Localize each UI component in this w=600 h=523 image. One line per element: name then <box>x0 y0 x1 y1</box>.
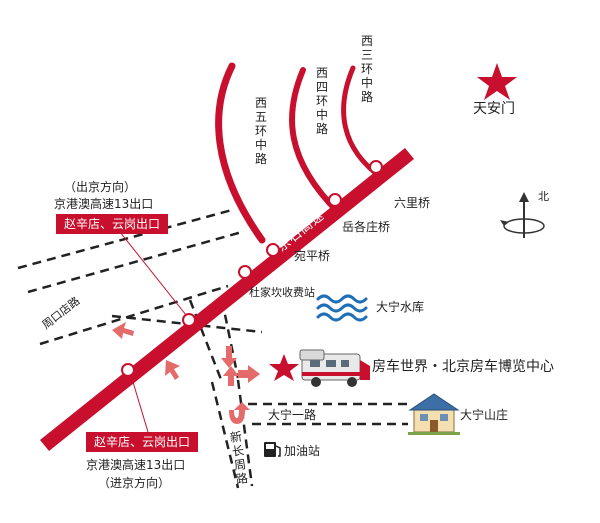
station-yuegezhuang <box>328 193 342 207</box>
local-roads <box>17 208 408 489</box>
jingshi-highway <box>40 148 414 451</box>
compass-icon <box>500 192 545 238</box>
daning-shanzhuang-label: 大宁山庄 <box>460 408 509 422</box>
exit-bottom-direction: （进京方向） <box>98 476 171 490</box>
tiananmen-star-icon <box>477 63 517 100</box>
daning-road1-label: 大宁一路 <box>268 408 317 422</box>
arrow-4 <box>238 365 260 383</box>
arrow-1 <box>112 322 134 339</box>
tiananmen-label: 天安门 <box>473 101 515 117</box>
arrow-3 <box>221 346 237 368</box>
gas-station-icon <box>264 442 281 457</box>
compass-north-label: 北 <box>538 190 549 203</box>
station-exit-top <box>182 313 196 327</box>
exit-top-connector <box>119 231 191 321</box>
arrow-6 <box>229 402 250 424</box>
exit-top-box: 赵辛店、云岗出口 <box>56 214 169 234</box>
house-icon <box>408 393 460 435</box>
station-wanping <box>266 243 280 257</box>
west5-ring-arc <box>215 62 266 244</box>
west4-ring-label: 西四环中路 <box>315 66 328 136</box>
arrow-5 <box>223 366 239 386</box>
exit-bottom-name: 京港澳高速13出口 <box>86 458 186 472</box>
water-icon <box>316 294 368 322</box>
rv-center-label: 房车世界・北京房车博览中心 <box>372 359 554 375</box>
route-arrows <box>112 322 260 424</box>
highway-stations <box>121 160 383 377</box>
rv-center-star-icon <box>269 354 299 381</box>
west5-ring-label: 西五环中路 <box>254 96 267 166</box>
dujiakan-label: 杜家坎收费站 <box>249 286 315 299</box>
west3-ring-label: 西三环中路 <box>360 34 373 104</box>
daning-reservoir-label: 大宁水库 <box>376 300 425 314</box>
exit-top-direction: （出京方向） <box>64 180 137 194</box>
yuegezhuang-label: 岳各庄桥 <box>342 220 391 234</box>
wanping-label: 宛平桥 <box>294 249 331 263</box>
arrow-2 <box>165 360 180 380</box>
exit-top-name: 京港澳高速13出口 <box>54 197 154 211</box>
station-liuliqiao <box>369 160 383 174</box>
station-dujiakan <box>238 265 252 279</box>
west4-ring-arc <box>289 67 341 215</box>
station-exit-bottom <box>121 363 135 377</box>
exit-bottom-box: 赵辛店、云岗出口 <box>86 432 199 452</box>
liuliqiao-label: 六里桥 <box>394 196 431 210</box>
gas-station-label: 加油站 <box>284 444 321 458</box>
rv-vehicle-icon <box>299 349 370 387</box>
